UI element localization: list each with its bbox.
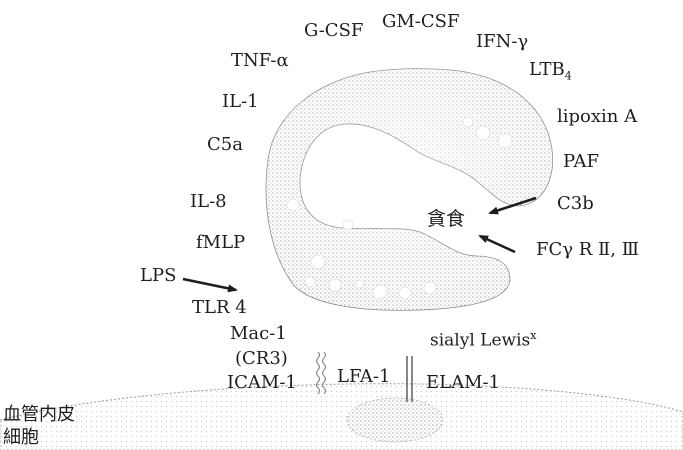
label-mac-1: Mac-1 xyxy=(230,325,287,343)
label-ifn-gamma: IFN-γ xyxy=(476,33,528,51)
label-paf: PAF xyxy=(563,153,599,171)
label-c3b: C3b xyxy=(557,195,594,213)
label-phagocytosis: 貪食 xyxy=(427,210,465,229)
lps-arrow xyxy=(183,279,236,290)
label-tlr4: TLR 4 xyxy=(192,299,247,317)
endothelial-cell xyxy=(0,384,683,450)
label-endothelial-cell-line1: 血管内皮 xyxy=(3,406,75,424)
label-icam-1: ICAM-1 xyxy=(227,374,297,392)
label-sialyl-lewis-text: sialyl Lewis xyxy=(430,331,530,351)
label-elam-1: ELAM-1 xyxy=(426,374,500,392)
label-fcgamma-receptor: FCγ R Ⅱ, Ⅲ xyxy=(536,241,639,259)
label-lps: LPS xyxy=(140,267,176,285)
label-gm-csf: GM-CSF xyxy=(382,13,459,31)
fcr-arrow xyxy=(480,236,515,252)
label-fmlp: fMLP xyxy=(196,234,245,252)
label-il-8: IL-8 xyxy=(190,193,227,211)
label-cr3: (CR3) xyxy=(235,350,288,368)
endothelial-nucleus xyxy=(347,398,443,442)
label-sialyl-lewis-superscript: x xyxy=(530,329,536,342)
label-c5a: C5a xyxy=(207,136,243,154)
label-g-csf: G-CSF xyxy=(304,22,363,40)
label-lipoxin-a: lipoxin A xyxy=(557,108,637,126)
label-sialyl-lewis-x: sialyl Lewisx xyxy=(430,330,536,350)
label-il-1: IL-1 xyxy=(222,93,259,111)
label-endothelial-cell-line2: 細胞 xyxy=(3,429,39,447)
label-ltb4-subscript: 4 xyxy=(565,70,572,83)
neutrophil-cell xyxy=(266,69,553,311)
label-ltb4: LTB4 xyxy=(529,61,572,82)
label-lfa-1: LFA-1 xyxy=(337,368,390,386)
label-tnf-alpha: TNF-α xyxy=(231,52,289,70)
label-ltb4-text: LTB xyxy=(529,59,565,80)
